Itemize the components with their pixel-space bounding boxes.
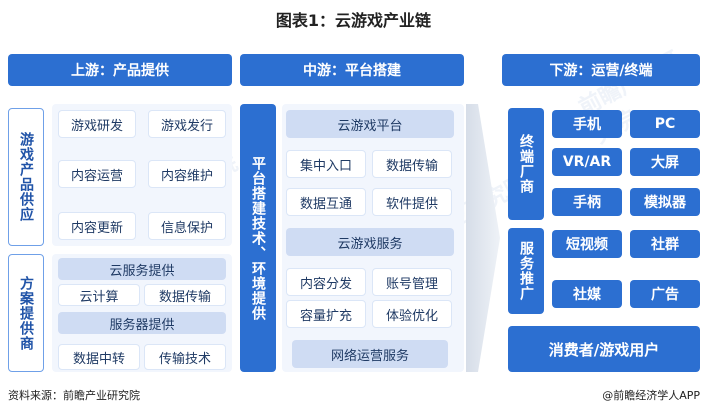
service-item: 容量扩充 — [286, 300, 366, 328]
game-supply-side-label: 游戏产品供应 — [8, 108, 44, 246]
solution-provider-side-label: 方案提供商 — [8, 254, 44, 372]
cloud-game-service-label: 云游戏服务 — [286, 228, 454, 256]
promo-item: 广告 — [630, 280, 700, 308]
cloud-service-label: 云服务提供 — [58, 258, 226, 280]
network-service-label: 网络运营服务 — [292, 340, 448, 368]
terminal-item: 手柄 — [552, 188, 622, 216]
terminal-vendor-side-label: 终端厂商 — [508, 108, 544, 220]
platform-item: 数据传输 — [372, 150, 452, 178]
service-item: 体验优化 — [372, 300, 452, 328]
service-item: 内容分发 — [286, 268, 366, 296]
source-note: 资料来源：前瞻产业研究院 — [8, 389, 140, 402]
midstream-header: 中游：平台搭建 — [240, 54, 464, 86]
platform-item: 集中入口 — [286, 150, 366, 178]
cloud-item: 云计算 — [58, 284, 140, 306]
game-item: 游戏发行 — [148, 110, 226, 138]
server-item: 数据中转 — [58, 344, 140, 370]
game-item: 内容维护 — [148, 160, 226, 188]
platform-tech-side-label: 平台搭建技术、环境提供 — [240, 104, 276, 372]
downstream-header: 下游：运营/终端 — [502, 54, 700, 86]
game-item: 内容运营 — [58, 160, 136, 188]
service-item: 账号管理 — [372, 268, 452, 296]
promo-item: 社媒 — [552, 280, 622, 308]
terminal-item: 手机 — [552, 110, 622, 138]
brand-credit-text: @前瞻经济学人APP — [602, 389, 700, 402]
terminal-item: 模拟器 — [630, 188, 700, 216]
diagram-title: 图表1：云游戏产业链 — [275, 11, 432, 30]
service-promotion-side-label: 服务推广 — [508, 228, 544, 314]
game-item: 游戏研发 — [58, 110, 136, 138]
flow-arrow-icon — [466, 104, 500, 372]
platform-item: 数据互通 — [286, 188, 366, 216]
brand-credit: @前瞻经济学人APP — [560, 386, 700, 406]
platform-item: 软件提供 — [372, 188, 452, 216]
upstream-header: 上游：产品提供 — [8, 54, 232, 86]
cloud-game-platform-label: 云游戏平台 — [286, 110, 454, 138]
game-item: 信息保护 — [148, 212, 226, 240]
game-item: 内容更新 — [58, 212, 136, 240]
terminal-item: 大屏 — [630, 148, 700, 176]
terminal-item: VR/AR — [552, 148, 622, 176]
server-item: 传输技术 — [144, 344, 226, 370]
server-service-label: 服务器提供 — [58, 312, 226, 334]
promo-item: 短视频 — [552, 230, 622, 258]
consumer-box: 消费者/游戏用户 — [508, 326, 700, 372]
terminal-item: PC — [630, 110, 700, 138]
cloud-item: 数据传输 — [144, 284, 226, 306]
promo-item: 社群 — [630, 230, 700, 258]
